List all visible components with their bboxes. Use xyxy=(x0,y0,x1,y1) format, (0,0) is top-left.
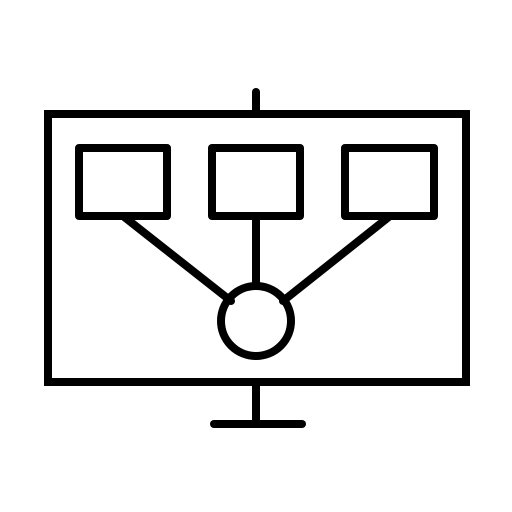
connector-left xyxy=(119,212,235,305)
hub-circle xyxy=(217,282,295,360)
icon-strokes xyxy=(44,88,470,428)
connector-right xyxy=(279,212,394,305)
